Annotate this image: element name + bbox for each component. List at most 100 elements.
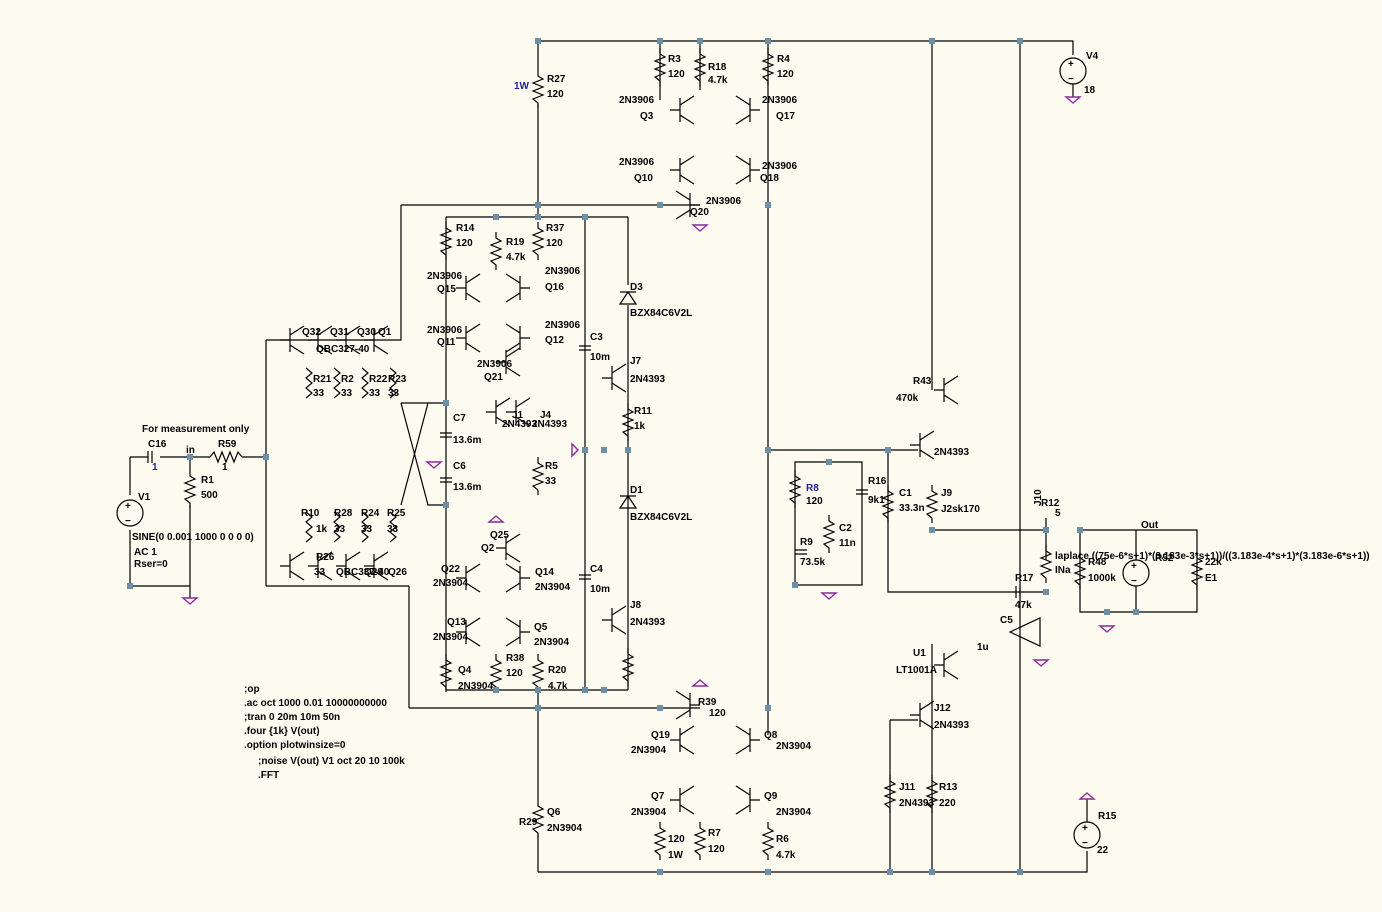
directive-tran: ;tran 0 20m 10m 50n (244, 712, 340, 723)
component-label: 22 (1097, 845, 1109, 856)
directive-op: ;op (244, 684, 260, 695)
component-label: 120 (668, 834, 685, 845)
component-label: INa (1055, 565, 1071, 576)
junction-dot (1043, 527, 1049, 533)
component-label: 2N3904 (547, 823, 582, 834)
labels: R3120R184.7kR4120V418R271201W2N3906Q32N3… (132, 51, 1370, 861)
component-label: Q15 (437, 284, 456, 295)
transistor (934, 375, 959, 405)
component-label: 73.5k (800, 557, 825, 568)
transistor (280, 551, 305, 581)
component-label: Q6 (547, 807, 561, 818)
transistor (506, 397, 531, 427)
component-label: 33 (334, 524, 346, 535)
v1-source (116, 499, 144, 527)
component-label: Q29 (364, 567, 383, 578)
component-label: R3 (668, 54, 681, 65)
component-label: 2N4393 (899, 798, 934, 809)
resistor (761, 822, 775, 860)
component-label: J8 (630, 600, 642, 611)
component-label: R2 (341, 374, 354, 385)
component-label: R28 (334, 508, 353, 519)
component-label: 2N3906 (477, 359, 512, 370)
resistor (305, 367, 313, 399)
component-label: R4 (777, 54, 790, 65)
component-label: Q2 (481, 543, 495, 554)
resistor (305, 511, 313, 543)
component-label: 2N4393 (934, 447, 969, 458)
resistor (1073, 552, 1087, 590)
component-label: R29 (519, 817, 538, 828)
component-label: 120 (777, 69, 794, 80)
component-label: 2N4393 (630, 374, 665, 385)
resistor (925, 485, 939, 523)
component-label: R8 (806, 483, 819, 494)
svg-text:+: + (1131, 561, 1137, 572)
component-label: 2N4393 (502, 419, 537, 430)
nodes (127, 38, 1139, 875)
component-label: 47k (1015, 600, 1032, 611)
component-label: 4.7k (548, 681, 568, 692)
junction-dot (765, 705, 771, 711)
svg-text:+: + (1068, 59, 1074, 70)
transistor (456, 617, 481, 647)
resistor (788, 470, 802, 508)
component-label: 1W (514, 81, 530, 92)
transistor (910, 700, 935, 730)
junction-dot (535, 705, 541, 711)
directive-noise: ;noise V(out) V1 oct 20 10 100k (258, 756, 405, 767)
component-label: 33 (361, 524, 373, 535)
transistor (675, 190, 700, 220)
component-label: Q30 (357, 327, 376, 338)
resistor (489, 232, 503, 270)
component-label: C7 (453, 413, 466, 424)
transistor (675, 690, 700, 720)
component-label: LT1001A (896, 665, 937, 676)
component-label: 220 (939, 798, 956, 809)
transistor (670, 725, 695, 755)
component-label: in (186, 445, 195, 456)
resistor (531, 654, 545, 692)
component-label: R52 (1155, 553, 1174, 564)
component-label: Rser=0 (134, 559, 168, 570)
svg-text:−: − (1068, 74, 1074, 85)
directive-option: .option plotwinsize=0 (244, 740, 346, 751)
component-label: 2N3906 (762, 95, 797, 106)
component-label: C5 (1000, 615, 1013, 626)
component-label: J1 (512, 410, 524, 421)
junction-dot (929, 527, 935, 533)
component-label: C3 (590, 332, 603, 343)
resistor (693, 48, 707, 86)
junction-dot (657, 202, 663, 208)
component-label: R20 (548, 665, 567, 676)
component-label: 2N3906 (762, 161, 797, 172)
svg-text:−: − (125, 516, 131, 527)
component-label: R26 (316, 552, 335, 563)
component-label: QBC337-40 (336, 567, 390, 578)
resistor (531, 70, 545, 108)
junction-dot (535, 687, 541, 693)
junction-dot (582, 447, 588, 453)
component-label: 33 (341, 388, 353, 399)
component-label: R5 (545, 461, 558, 472)
component-label: 2N4393 (630, 617, 665, 628)
component-label: V1 (138, 492, 151, 503)
resistor (389, 511, 397, 543)
resistor (531, 457, 545, 495)
component-label: Q1 (378, 327, 392, 338)
component-label: Q17 (776, 111, 795, 122)
component-label: 2N3904 (534, 637, 569, 648)
component-label: AC 1 (134, 547, 157, 558)
resistor (653, 822, 667, 860)
component-label: R19 (506, 237, 525, 248)
resistor (389, 367, 397, 399)
resistor (653, 48, 667, 86)
component-label: R1 (201, 475, 214, 486)
junction-dot (792, 582, 798, 588)
transistor (934, 650, 959, 680)
component-label: R38 (506, 653, 525, 664)
component-label: 2N3904 (776, 741, 811, 752)
svg-text:+: + (1082, 823, 1088, 834)
junction-dot (1104, 609, 1110, 615)
